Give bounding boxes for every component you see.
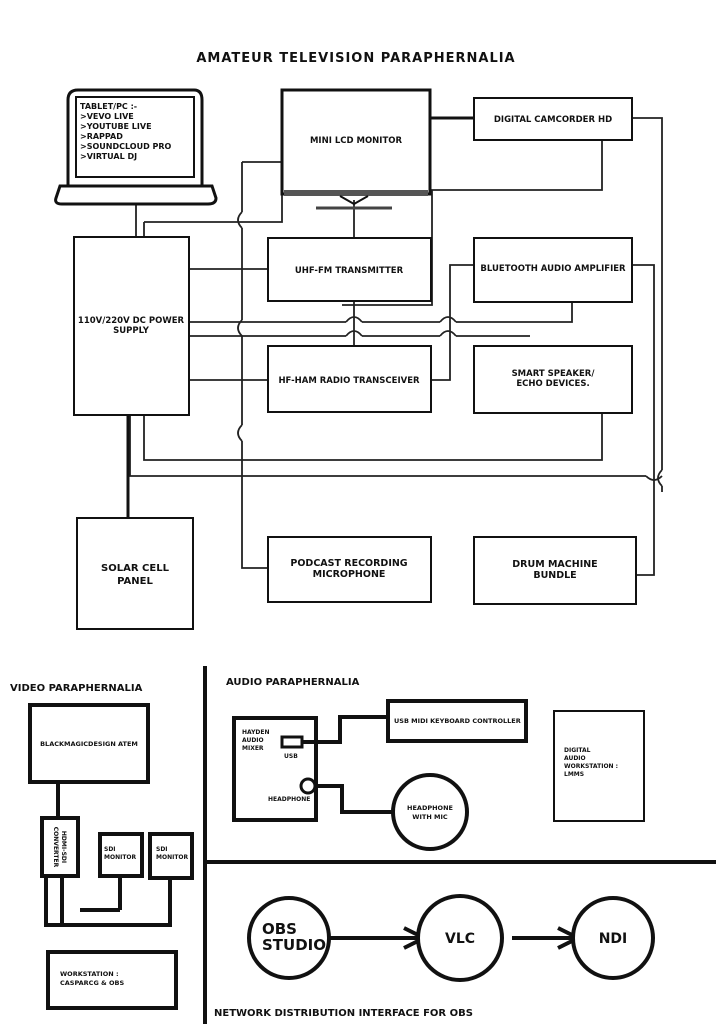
- smart-speaker: SMART SPEAKER/ ECHO DEVICES.: [473, 345, 633, 414]
- speaker-line: ECHO DEVICES.: [516, 379, 589, 389]
- tablet-line: >SOUNDCLOUD PRO: [80, 142, 172, 151]
- headphone-label: HEADPHONE: [268, 796, 310, 803]
- workstation-line: CASPARCG & OBS: [60, 979, 124, 987]
- daw-line: LMMS: [564, 771, 584, 778]
- uhf-fm-transmitter: UHF-FM TRANSMITTER: [267, 237, 432, 302]
- headphone-jack-icon: [299, 777, 317, 795]
- drum-machine-bundle: DRUM MACHINE BUNDLE: [473, 536, 637, 605]
- podcast-line: MICROPHONE: [313, 569, 386, 580]
- drum-line: DRUM MACHINE: [512, 559, 597, 570]
- converter-line: CONVERTER: [52, 827, 59, 868]
- ndi-node: [571, 896, 655, 980]
- hf-label: HF-HAM RADIO TRANSCEIVER: [278, 376, 420, 386]
- vlc-node: [416, 894, 504, 982]
- daw-line: AUDIO: [564, 755, 586, 762]
- hp-mic-line: WITH MIC: [412, 813, 448, 821]
- ndi-label: NDI: [599, 931, 628, 947]
- audio-section: AUDIO PARAPHERNALIA HAYDEN AUDIO MIXER U…: [226, 677, 645, 851]
- section-dividers: [203, 666, 716, 1024]
- sdi-monitor-1: [98, 832, 144, 878]
- podcast-line: PODCAST RECORDING: [290, 558, 407, 569]
- atem-label: BLACKMAGICDESIGN ATEM: [40, 740, 138, 748]
- digital-camcorder: DIGITAL CAMCORDER HD: [473, 97, 633, 141]
- monitor-label: MINI LCD MONITOR: [310, 136, 403, 146]
- sdi1-line: SDI: [104, 846, 116, 853]
- daw-box: [553, 710, 645, 822]
- solar-line: PANEL: [117, 576, 153, 587]
- obs-line: OBS: [262, 920, 297, 938]
- obs-studio-node: [247, 896, 331, 980]
- obs-line: STUDIO: [262, 936, 326, 954]
- hf-ham-radio-transceiver: HF-HAM RADIO TRANSCEIVER: [267, 345, 432, 413]
- mixer-line: HAYDEN: [242, 729, 270, 736]
- network-heading: NETWORK DISTRIBUTION INTERFACE FOR OBS: [214, 1008, 473, 1019]
- power-supply-line: SUPPLY: [113, 326, 150, 336]
- converter-line: HDMI-SDI: [60, 831, 67, 863]
- uhf-label: UHF-FM TRANSMITTER: [295, 266, 404, 276]
- drum-line: BUNDLE: [533, 570, 576, 581]
- workstation-box: [46, 950, 178, 1010]
- video-heading: VIDEO PARAPHERNALIA: [10, 683, 143, 694]
- daw-line: DIGITAL: [564, 747, 591, 754]
- daw-line: WORKSTATION :: [564, 763, 618, 770]
- bluetooth-audio-amplifier: BLUETOOTH AUDIO AMPLIFIER: [473, 237, 633, 303]
- converter-box: [40, 816, 80, 878]
- mixer-box: [232, 716, 318, 822]
- usb-label: USB: [284, 753, 298, 760]
- sdi1-line: MONITOR: [104, 854, 137, 861]
- mixer-line: AUDIO: [242, 737, 264, 744]
- tablet-line: >RAPPAD: [80, 132, 123, 141]
- diagram-title: AMATEUR TELEVISION PARAPHERNALIA: [196, 51, 515, 66]
- midi-controller-box: [386, 699, 528, 743]
- tablet-line: >VIRTUAL DJ: [80, 152, 137, 161]
- connection-wires: [126, 116, 663, 576]
- hp-mic-line: HEADPHONE: [407, 804, 453, 812]
- video-section: VIDEO PARAPHERNALIA BLACKMAGICDESIGN ATE…: [10, 683, 194, 1010]
- tablet-pc: TABLET/PC :- >VEVO LIVE >YOUTUBE LIVE >R…: [54, 88, 218, 206]
- network-section: OBS STUDIO VLC NDI NETWORK DISTRIBUTION …: [214, 894, 655, 1019]
- sdi-monitor-2: [148, 832, 194, 880]
- sdi2-line: MONITOR: [156, 854, 189, 861]
- workstation-line: WORKSTATION :: [60, 970, 119, 978]
- atem-box: [28, 703, 150, 784]
- sdi2-line: SDI: [156, 846, 168, 853]
- camcorder-label: DIGITAL CAMCORDER HD: [494, 115, 612, 125]
- power-supply-line: 110V/220V DC POWER: [78, 316, 185, 326]
- solar-line: SOLAR CELL: [101, 563, 170, 574]
- tablet-line: TABLET/PC :-: [80, 102, 137, 111]
- bt-amp-label: BLUETOOTH AUDIO AMPLIFIER: [480, 264, 626, 274]
- headphone-mic: [391, 773, 469, 851]
- speaker-line: SMART SPEAKER/: [512, 369, 596, 379]
- mixer-line: MIXER: [242, 745, 264, 752]
- audio-heading: AUDIO PARAPHERNALIA: [226, 677, 360, 688]
- vlc-label: VLC: [445, 931, 475, 947]
- podcast-microphone: PODCAST RECORDING MICROPHONE: [267, 536, 432, 603]
- tablet-line: >VEVO LIVE: [80, 112, 134, 121]
- solar-cell-panel: SOLAR CELL PANEL: [76, 517, 194, 630]
- power-supply: 110V/220V DC POWER SUPPLY: [73, 236, 190, 416]
- tablet-line: >YOUTUBE LIVE: [80, 122, 152, 131]
- midi-label: USB MIDI KEYBOARD CONTROLLER: [394, 717, 521, 725]
- mini-lcd-monitor: MINI LCD MONITOR: [280, 88, 432, 210]
- usb-port-icon: [280, 735, 304, 749]
